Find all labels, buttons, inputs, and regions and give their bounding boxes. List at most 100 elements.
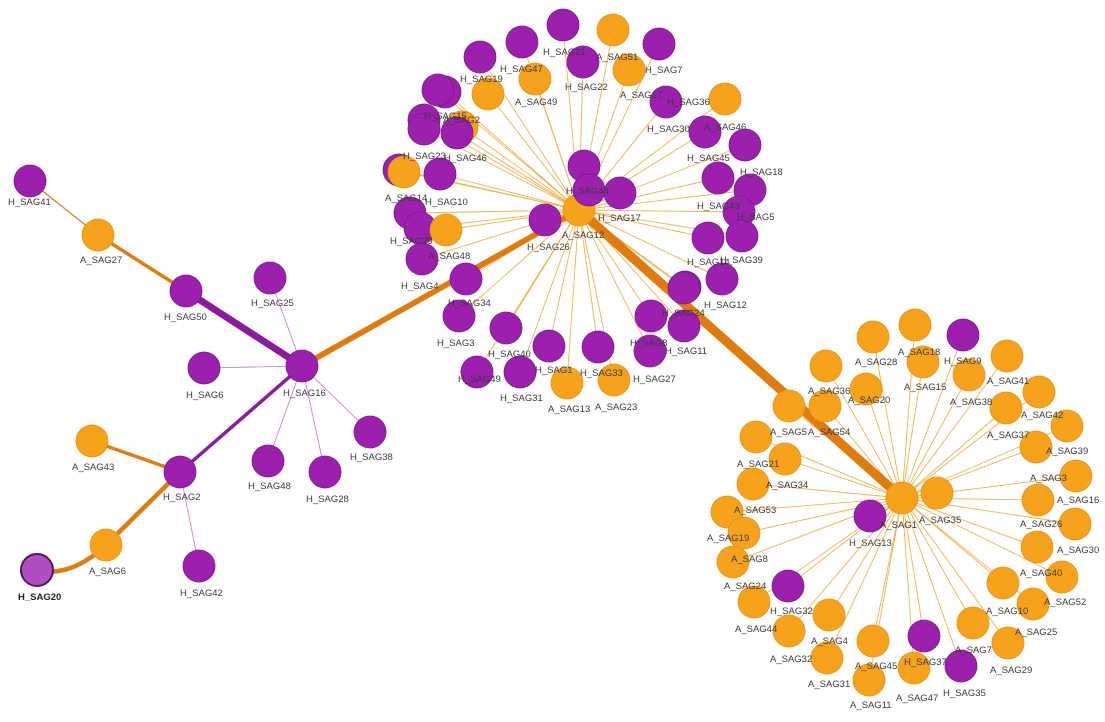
graph-node[interactable] <box>809 349 843 383</box>
graph-node[interactable] <box>1019 430 1053 464</box>
graph-node[interactable] <box>89 528 123 562</box>
graph-node[interactable] <box>505 25 539 59</box>
graph-node[interactable] <box>634 299 668 333</box>
graph-node[interactable] <box>946 318 980 352</box>
graph-node[interactable] <box>503 355 537 389</box>
graph-node[interactable] <box>489 311 523 345</box>
graph-node[interactable] <box>460 355 494 389</box>
graph-node[interactable] <box>849 372 883 406</box>
graph-node[interactable] <box>163 455 197 489</box>
graph-node[interactable] <box>952 358 986 392</box>
graph-node[interactable] <box>285 349 319 383</box>
graph-node[interactable] <box>1050 409 1084 443</box>
graph-node[interactable] <box>597 363 631 397</box>
graph-node[interactable] <box>1058 507 1092 541</box>
graph-node[interactable] <box>546 8 580 42</box>
graph-node[interactable] <box>856 320 890 354</box>
graph-node[interactable] <box>812 598 846 632</box>
graph-node[interactable] <box>518 62 552 96</box>
spoke-edge <box>476 209 580 373</box>
graph-node[interactable] <box>853 499 887 533</box>
graph-node[interactable] <box>423 157 457 191</box>
graph-node[interactable] <box>20 553 54 587</box>
graph-node[interactable] <box>421 73 455 107</box>
graph-node[interactable] <box>353 415 387 449</box>
graph-node[interactable] <box>667 271 701 305</box>
graph-node[interactable] <box>1020 530 1054 564</box>
graph-node[interactable] <box>581 330 615 364</box>
graph-node[interactable] <box>898 308 932 342</box>
graph-node[interactable] <box>725 219 759 253</box>
graph-node[interactable] <box>737 585 771 619</box>
graph-node[interactable] <box>251 444 285 478</box>
graph-node[interactable] <box>989 391 1023 425</box>
graph-node[interactable] <box>642 27 676 61</box>
graph-node[interactable] <box>187 351 221 385</box>
graph-node[interactable] <box>405 242 439 276</box>
graph-node[interactable] <box>566 45 600 79</box>
graph-node[interactable] <box>716 545 750 579</box>
graph-node[interactable] <box>810 641 844 675</box>
graph-node[interactable] <box>771 569 805 603</box>
graph-node[interactable] <box>612 53 646 87</box>
graph-node[interactable] <box>920 476 954 510</box>
graph-node[interactable] <box>956 606 990 640</box>
graph-node[interactable] <box>75 424 109 458</box>
graph-node[interactable] <box>991 626 1025 660</box>
graph-node[interactable] <box>1022 375 1056 409</box>
graph-node[interactable] <box>633 334 667 368</box>
graph-node[interactable] <box>471 77 505 111</box>
graph-node[interactable] <box>532 329 566 363</box>
graph-node[interactable] <box>856 624 890 658</box>
graph-node[interactable] <box>944 649 978 683</box>
graph-node[interactable] <box>885 481 919 515</box>
graph-node[interactable] <box>906 345 940 379</box>
graph-node[interactable] <box>708 82 742 116</box>
graph-node[interactable] <box>253 261 287 295</box>
graph-node[interactable] <box>701 161 735 195</box>
graph-node[interactable] <box>705 262 739 296</box>
graph-node[interactable] <box>907 619 941 653</box>
graph-node[interactable] <box>727 516 761 550</box>
graph-node[interactable] <box>736 467 770 501</box>
graph-node[interactable] <box>852 663 886 697</box>
graph-node[interactable] <box>768 442 802 476</box>
graph-node[interactable] <box>407 112 441 146</box>
spoke-edge <box>578 209 652 317</box>
graph-node[interactable] <box>442 299 476 333</box>
spoke-edge <box>437 89 580 211</box>
node-label: H_SAG40 <box>488 349 531 360</box>
graph-node[interactable] <box>691 221 725 255</box>
graph-node[interactable] <box>308 455 342 489</box>
graph-node[interactable] <box>739 420 773 454</box>
graph-node[interactable] <box>772 614 806 648</box>
graph-node[interactable] <box>1016 587 1050 621</box>
graph-node[interactable] <box>387 155 421 189</box>
graph-node[interactable] <box>603 176 637 210</box>
graph-node[interactable] <box>440 116 474 150</box>
graph-node[interactable] <box>463 40 497 74</box>
graph-node[interactable] <box>728 128 762 162</box>
graph-node[interactable] <box>667 309 701 343</box>
graph-node[interactable] <box>528 203 562 237</box>
graph-node[interactable] <box>550 366 584 400</box>
graph-node[interactable] <box>169 274 203 308</box>
graph-node[interactable] <box>808 389 842 423</box>
graph-node[interactable] <box>986 566 1020 600</box>
graph-node[interactable] <box>1059 459 1093 493</box>
graph-node[interactable] <box>429 213 463 247</box>
graph-node[interactable] <box>596 13 630 47</box>
graph-node[interactable] <box>182 549 216 583</box>
graph-node[interactable] <box>81 218 115 252</box>
graph-node[interactable] <box>990 339 1024 373</box>
graph-node[interactable] <box>1021 483 1055 517</box>
node-label: H_SAG20 <box>18 592 61 603</box>
node-label: A_SAG16 <box>1057 495 1099 506</box>
graph-node[interactable] <box>897 651 931 685</box>
graph-node[interactable] <box>688 115 722 149</box>
graph-node[interactable] <box>1045 560 1079 594</box>
graph-node[interactable] <box>772 389 806 423</box>
graph-node[interactable] <box>649 85 683 119</box>
graph-node[interactable] <box>449 262 483 296</box>
graph-node[interactable] <box>13 164 47 198</box>
